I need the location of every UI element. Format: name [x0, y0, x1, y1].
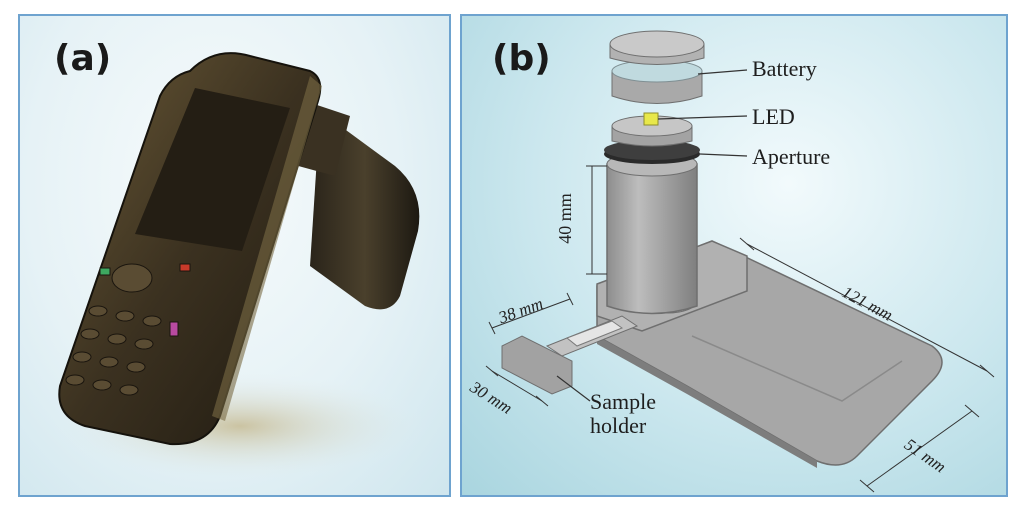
panel-b: (b) Battery LED Aperture Sample holder 4… — [460, 14, 1008, 497]
panel-b-label: (b) — [492, 38, 551, 79]
sample-holder-leader — [556, 375, 591, 402]
length-dimension-line — [746, 243, 988, 372]
led-chip — [643, 112, 659, 126]
sample-holder — [501, 315, 639, 395]
holder-length-dimension-line — [491, 298, 571, 329]
phone-keypad — [65, 263, 191, 396]
height-dimension-label: 40 mm — [554, 193, 575, 244]
led-leader — [657, 115, 748, 120]
sample-holder-line2: holder — [590, 413, 647, 438]
aperture-ring — [604, 140, 700, 164]
panel-a-label: (a) — [54, 38, 112, 79]
aperture-leader — [699, 153, 748, 157]
sample-holder-callout: Sample holder — [590, 390, 656, 438]
phone-illustration — [50, 52, 430, 481]
aperture-callout: Aperture — [752, 144, 831, 169]
sample-holder-line1: Sample — [590, 389, 656, 414]
battery-callout: Battery — [752, 56, 817, 81]
led-callout: LED — [752, 104, 795, 129]
width-dimension-line — [866, 410, 973, 487]
device-diagram — [485, 30, 995, 493]
battery-housing — [609, 30, 705, 104]
led-holder — [611, 115, 693, 147]
battery-leader — [697, 69, 748, 75]
panel-a: (a) — [18, 14, 451, 497]
holder-width-dimension-line — [491, 370, 543, 402]
phone-screen — [135, 88, 290, 251]
optical-cylinder — [606, 163, 698, 315]
